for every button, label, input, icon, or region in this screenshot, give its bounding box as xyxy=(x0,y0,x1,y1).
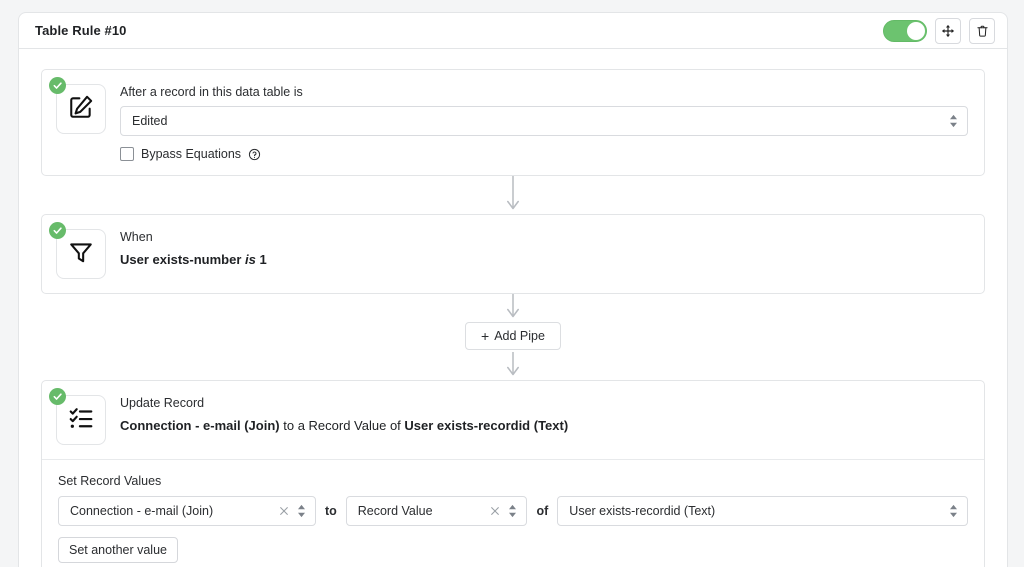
action-summary-field: Connection - e-mail (Join) xyxy=(120,418,280,433)
set-another-value-label: Set another value xyxy=(69,543,167,557)
add-pipe-label: Add Pipe xyxy=(494,329,545,343)
action-label: Update Record xyxy=(120,396,205,410)
add-pipe-wrap: + Add Pipe xyxy=(41,322,985,350)
record-source-select[interactable]: User exists-recordid (Text) xyxy=(557,496,968,526)
trigger-step: After a record in this data table is Edi… xyxy=(41,69,985,176)
conjunction-of: of xyxy=(536,504,549,518)
condition-label: When xyxy=(120,230,153,244)
trigger-content: After a record in this data table is Edi… xyxy=(120,84,968,161)
rule-card-header: Table Rule #10 xyxy=(19,13,1007,49)
connector-arrow-1 xyxy=(41,176,985,214)
record-target-select[interactable]: Connection - e-mail (Join) xyxy=(58,496,316,526)
set-another-value-button[interactable]: Set another value xyxy=(58,537,178,563)
clear-icon[interactable] xyxy=(490,506,500,516)
bypass-equations-label: Bypass Equations xyxy=(141,147,242,161)
trigger-event-value: Edited xyxy=(132,114,168,128)
condition-step-main: When User exists-number is 1 xyxy=(42,215,984,293)
clear-icon[interactable] xyxy=(279,506,289,516)
rule-body: After a record in this data table is Edi… xyxy=(19,49,1007,567)
toggle-knob xyxy=(907,21,925,40)
condition-field: User exists-number xyxy=(120,252,242,267)
check-circle-icon xyxy=(49,222,66,239)
move-rule-button[interactable] xyxy=(935,17,961,44)
record-target-value: Connection - e-mail (Join) xyxy=(70,504,214,518)
action-summary: Connection - e-mail (Join) to a Record V… xyxy=(120,417,968,435)
stepper-icon[interactable] xyxy=(949,114,958,128)
edit-record-icon xyxy=(68,94,94,125)
stepper-icon[interactable] xyxy=(297,504,306,518)
page-title: Table Rule #10 xyxy=(35,23,127,38)
condition-content: When User exists-number is 1 xyxy=(120,229,968,269)
connector-arrow-3 xyxy=(41,350,985,380)
rule-card: Table Rule #10 xyxy=(18,12,1008,567)
condition-step: When User exists-number is 1 xyxy=(41,214,985,294)
condition-icon-box xyxy=(49,222,106,279)
trigger-label: After a record in this data table is xyxy=(120,85,303,99)
trigger-event-select[interactable]: Edited xyxy=(120,106,968,136)
question-circle-icon[interactable] xyxy=(248,148,261,161)
rule-header-controls xyxy=(883,17,995,44)
set-record-values-row: Connection - e-mail (Join) xyxy=(58,496,968,526)
stepper-icon[interactable] xyxy=(508,504,517,518)
action-step: Update Record Connection - e-mail (Join)… xyxy=(41,380,985,567)
move-arrows-icon xyxy=(941,24,955,38)
trash-icon xyxy=(976,24,989,38)
check-circle-icon xyxy=(49,77,66,94)
condition-summary: User exists-number is 1 xyxy=(120,251,968,269)
record-value-type-select[interactable]: Record Value xyxy=(345,496,528,526)
add-pipe-button[interactable]: + Add Pipe xyxy=(465,322,561,350)
action-content: Update Record Connection - e-mail (Join)… xyxy=(120,395,968,435)
trigger-step-main: After a record in this data table is Edi… xyxy=(42,70,984,175)
record-value-type-value: Record Value xyxy=(357,504,433,518)
set-record-values-title: Set Record Values xyxy=(58,474,162,488)
stepper-icon[interactable] xyxy=(949,504,958,518)
action-summary-mid: to a Record Value of xyxy=(279,418,405,433)
action-step-main: Update Record Connection - e-mail (Join)… xyxy=(42,381,984,459)
plus-icon: + xyxy=(481,328,490,344)
connector-arrow-2 xyxy=(41,294,985,322)
action-summary-source: User exists-recordid (Text) xyxy=(404,418,569,433)
action-icon-box xyxy=(49,388,106,445)
bypass-equations-checkbox[interactable] xyxy=(120,147,134,161)
conjunction-to: to xyxy=(324,504,337,518)
checklist-icon xyxy=(68,405,94,436)
delete-rule-button[interactable] xyxy=(969,17,995,44)
bypass-equations-row: Bypass Equations xyxy=(120,147,968,161)
trigger-icon-box xyxy=(49,77,106,134)
filter-icon xyxy=(68,239,94,270)
condition-operator: is xyxy=(245,252,256,267)
record-source-value: User exists-recordid (Text) xyxy=(569,504,716,518)
check-circle-icon xyxy=(49,388,66,405)
rule-enabled-toggle[interactable] xyxy=(883,19,927,42)
set-record-values-panel: Set Record Values Connection - e-mail (J… xyxy=(42,459,984,567)
condition-value: 1 xyxy=(259,252,267,267)
